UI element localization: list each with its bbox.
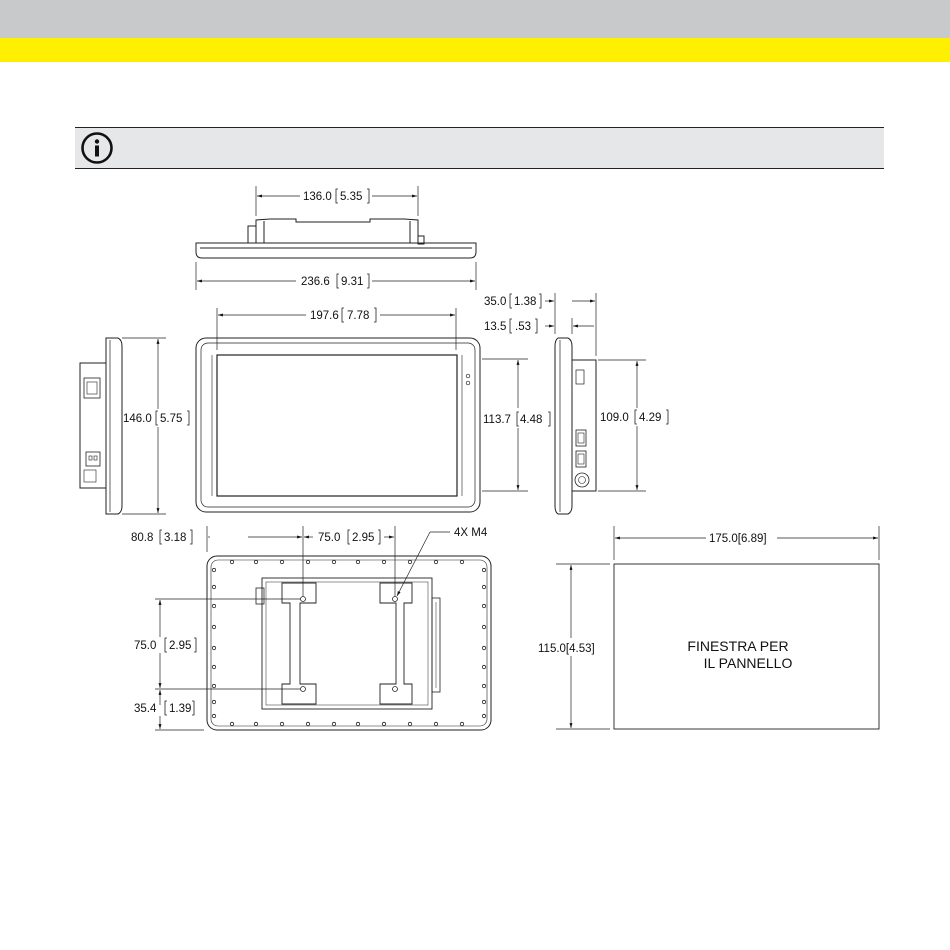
dim-overall-width-in: 9.31: [341, 276, 363, 288]
mounting-hole: [212, 700, 215, 703]
dim-depth-bezel-in: .53: [515, 321, 531, 333]
dim-offset-left: 80.8: [131, 532, 153, 544]
mounting-hole: [382, 560, 385, 563]
dim-bezel-width-in: 7.78: [347, 310, 369, 322]
mounting-hole: [306, 722, 309, 725]
dim-hole-spacing-v: 75.0: [134, 640, 156, 652]
dim-screen-height: 113.7: [483, 414, 511, 426]
dim-offset-bottom-in: 1.39: [169, 703, 191, 715]
top-view: [196, 186, 476, 290]
dim-offset-bottom: 35.4: [134, 703, 157, 715]
mounting-hole: [212, 568, 215, 571]
mounting-hole: [382, 722, 385, 725]
mounting-hole: [332, 560, 335, 563]
mounting-hole: [434, 722, 437, 725]
cutout-label-line1: FINESTRA PER: [687, 638, 788, 654]
mounting-hole: [482, 646, 485, 649]
dim-overall-width: 236.6: [301, 276, 330, 288]
mounting-hole: [332, 722, 335, 725]
right-side-view: [510, 293, 668, 514]
mounting-hole: [482, 625, 485, 628]
mounting-hole: [460, 560, 463, 563]
cutout-label-line2: IL PANNELLO: [704, 655, 793, 671]
dim-depth-total-in: 1.38: [514, 296, 536, 308]
mounting-hole: [212, 585, 215, 588]
mounting-hole: [482, 604, 485, 607]
front-view: [196, 308, 550, 512]
mounting-hole: [212, 646, 215, 649]
dim-screws: 4X M4: [454, 527, 488, 539]
dim-depth-bezel: 13.5: [484, 321, 506, 333]
mounting-hole: [230, 560, 233, 563]
mounting-hole: [482, 665, 485, 668]
dim-bracket-width: 136.0: [303, 191, 332, 203]
rear-view: [155, 526, 491, 730]
dim-screen-height-in: 4.48: [520, 414, 542, 426]
mounting-hole: [254, 722, 257, 725]
mounting-hole: [482, 568, 485, 571]
panel-cutout: [556, 526, 879, 729]
mounting-hole: [434, 560, 437, 563]
dim-bezel-width: 197.6: [310, 310, 339, 322]
dim-overall-height: 146.0: [123, 413, 152, 425]
mounting-hole: [280, 560, 283, 563]
mounting-hole: [482, 714, 485, 717]
dim-body-height-in: 4.29: [639, 412, 661, 424]
dim-hole-spacing-h: 75.0: [318, 532, 340, 544]
mounting-hole: [482, 585, 485, 588]
mounting-hole: [280, 722, 283, 725]
mounting-hole: [306, 560, 309, 563]
mounting-hole: [408, 560, 411, 563]
mounting-hole: [230, 722, 233, 725]
mounting-hole: [482, 700, 485, 703]
mounting-hole: [356, 722, 359, 725]
dim-overall-height-in: 5.75: [160, 413, 182, 425]
mounting-hole: [460, 722, 463, 725]
mounting-hole: [356, 560, 359, 563]
mounting-hole: [254, 560, 257, 563]
mounting-hole: [212, 684, 215, 687]
dim-bracket-width-in: 5.35: [340, 191, 362, 203]
dim-hole-spacing-v-in: 2.95: [169, 640, 191, 652]
dim-cutout-height: 115.0[4.53]: [538, 643, 595, 655]
mounting-hole: [482, 684, 485, 687]
dim-offset-left-in: 3.18: [164, 532, 186, 544]
mounting-hole: [212, 665, 215, 668]
mounting-hole: [408, 722, 411, 725]
dim-depth-total: 35.0: [484, 296, 506, 308]
mounting-hole: [212, 604, 215, 607]
mounting-hole: [212, 625, 215, 628]
dim-cutout-width: 175.0[6.89]: [709, 533, 767, 545]
dim-body-height: 109.0: [600, 412, 629, 424]
left-side-view: [80, 338, 189, 514]
dim-hole-spacing-h-in: 2.95: [352, 532, 374, 544]
mounting-hole: [212, 714, 215, 717]
